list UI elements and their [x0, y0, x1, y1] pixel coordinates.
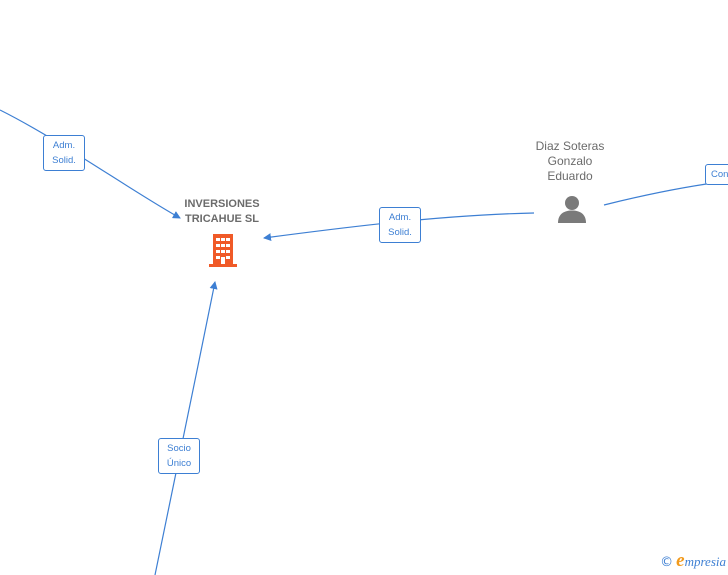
edge-label-person-company[interactable]: Adm. Solid.	[379, 207, 421, 243]
edge-label-right[interactable]: Con	[705, 164, 728, 185]
edge-label-line2: Solid.	[388, 227, 412, 238]
edge-label-line2: Solid.	[52, 155, 76, 166]
brand-watermark: ©empresia	[660, 550, 726, 572]
person-name-line3: Eduardo	[547, 169, 593, 183]
edge-label-line1: Adm.	[388, 212, 412, 223]
person-name-line1: Diaz Soteras	[535, 139, 605, 153]
edge-label-line1: Con	[711, 169, 728, 180]
company-name-line2: TRICAHUE SL	[185, 213, 259, 225]
company-node-title[interactable]: INVERSIONES TRICAHUE SL	[162, 197, 282, 227]
building-icon[interactable]	[207, 232, 239, 268]
company-name-line1: INVERSIONES	[184, 198, 260, 210]
edge-line-bottom	[154, 281, 218, 575]
edge-label-line1: Adm.	[52, 140, 76, 151]
person-node-title[interactable]: Diaz Soteras Gonzalo Eduardo	[510, 139, 630, 184]
edge-line-top-left	[0, 109, 181, 219]
edge-label-bottom[interactable]: Socio Único	[158, 438, 200, 474]
edge-label-top-left[interactable]: Adm. Solid.	[43, 135, 85, 171]
copyright-symbol: ©	[660, 555, 674, 570]
person-icon[interactable]	[556, 195, 588, 223]
person-name-line2: Gonzalo	[547, 154, 593, 168]
edge-label-line1: Socio	[167, 443, 191, 454]
edge-label-line2: Único	[166, 458, 192, 469]
brand-initial: e	[676, 550, 685, 571]
brand-name: mpresia	[684, 554, 726, 569]
